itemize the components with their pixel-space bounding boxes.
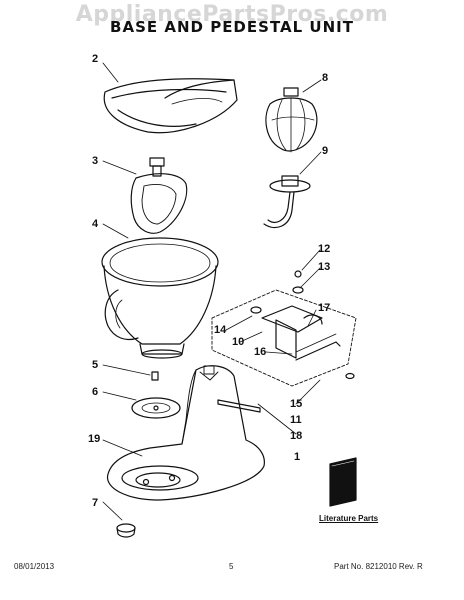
footer-part-no: Part No. 8212010 Rev. R xyxy=(334,562,423,571)
callout-15: 15 xyxy=(290,398,303,410)
page-title: BASE AND PEDESTAL UNIT xyxy=(110,18,354,36)
screw-washer-part xyxy=(292,270,304,294)
callout-8: 8 xyxy=(322,72,329,84)
callout-2: 2 xyxy=(92,53,99,65)
rubber-foot-part xyxy=(116,523,136,538)
clamp-plate-part xyxy=(131,371,181,419)
callout-17: 17 xyxy=(318,302,331,314)
callout-19: 19 xyxy=(88,433,101,445)
callout-12: 12 xyxy=(318,243,331,255)
literature-booklet-part xyxy=(329,457,357,507)
callout-18: 18 xyxy=(290,430,303,442)
hinge-assembly-part xyxy=(211,289,357,387)
callout-9: 9 xyxy=(322,145,329,157)
footer-date: 08/01/2013 xyxy=(14,562,55,571)
pedestal-base-part xyxy=(107,365,265,501)
callout-13: 13 xyxy=(318,261,331,273)
leader-lines xyxy=(102,62,322,521)
callout-11: 11 xyxy=(290,414,302,426)
callout-4: 4 xyxy=(92,218,99,230)
callout-10: 10 xyxy=(232,336,245,348)
wire-whip-part xyxy=(265,87,318,153)
hinge-pin-part xyxy=(217,399,261,413)
literature-parts-label: Literature Parts xyxy=(319,514,379,523)
callout-5: 5 xyxy=(92,359,99,371)
mixing-bowl-part xyxy=(101,237,219,359)
callout-1: 1 xyxy=(294,451,301,463)
dough-hook-part xyxy=(263,175,311,229)
callout-6: 6 xyxy=(92,386,99,398)
callout-16: 16 xyxy=(254,346,267,358)
flat-beater-part xyxy=(130,157,188,234)
watermark: AppliancePartsPros.com xyxy=(75,2,389,27)
callout-3: 3 xyxy=(92,155,99,167)
footer-page: 5 xyxy=(229,562,234,571)
callout-7: 7 xyxy=(92,497,99,509)
pouring-shield-part xyxy=(103,78,238,134)
callout-14: 14 xyxy=(214,324,227,336)
